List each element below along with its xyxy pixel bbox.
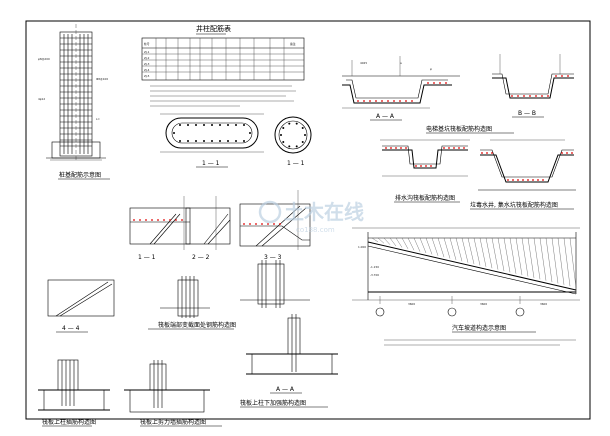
sheet-border: [25, 20, 591, 420]
car-ramp-detail: 3600 3600 3600 -1.150 -3.700 1.000 汽车坡道构造示意图: [352, 227, 580, 346]
column-strengthen-caption: 筏板上柱下加强筋构造图: [240, 399, 306, 407]
section-bb-caption: B — B: [518, 110, 536, 117]
section-aa-caption: A — A: [376, 113, 395, 120]
table-header-id: 柱号: [144, 42, 150, 46]
svg-text:-1.150: -1.150: [370, 265, 379, 269]
watermark: 土木在线 co188.com: [258, 200, 364, 234]
section-aa-bottom-caption: A — A: [276, 386, 295, 393]
sump-caption: 垃毒水井, 集水坑筏板配筋构造图: [470, 201, 558, 209]
rebar-table: 井柱配筋表 柱号 备注 ZJ-1 ZJ-2 ZJ-3 ZJ-4 ZJ-5: [141, 24, 305, 107]
watermark-logo-icon: [258, 200, 282, 224]
column-strengthen-detail: A — A 筏板上柱下加强筋构造图: [240, 260, 338, 408]
svg-text:φ8@200: φ8@200: [38, 57, 50, 61]
table-row-1: ZJ-1: [144, 50, 150, 54]
section-1-1: 1 — 1 1 — 1: [160, 113, 312, 168]
wall-anchor-caption: 筏板上剪力墙插筋构造图: [140, 418, 206, 426]
svg-text:1 — 1: 1 — 1: [138, 254, 156, 261]
table-title: 井柱配筋表: [196, 24, 231, 33]
svg-text:3600: 3600: [540, 302, 547, 306]
table-header-remark: 备注: [290, 42, 296, 46]
svg-text:2 — 2: 2 — 2: [192, 254, 210, 261]
svg-text:a: a: [400, 61, 402, 65]
section-1-1-caption: 1 — 1: [202, 160, 220, 167]
svg-text:-3.700: -3.700: [370, 273, 379, 277]
watermark-url: co188.com: [296, 226, 335, 234]
ramp-caption: 汽车坡道构造示意图: [452, 324, 506, 332]
svg-text:4025: 4025: [360, 61, 367, 65]
svg-text:Φ8@100: Φ8@100: [96, 77, 108, 81]
drain-trench-detail: 排水沟筏板配筋构造图: [380, 139, 470, 203]
watermark-text: 土木在线: [284, 200, 364, 224]
svg-text:4φ12: 4φ12: [38, 97, 45, 101]
drain-trench-caption: 排水沟筏板配筋构造图: [395, 194, 455, 202]
column-anchor-caption: 筏板上柱插筋构造图: [42, 418, 96, 426]
elevator-pit-sections: 4025 a φ A — A B — B 电梯基坑筏板配筋构造图: [342, 54, 574, 134]
raft-slope-caption: 筏板端部变截面处钢筋构造图: [158, 321, 236, 329]
table-row-3: ZJ-3: [144, 62, 150, 66]
table-row-5: ZJ-5: [144, 74, 150, 78]
table-notes: [150, 85, 296, 107]
table-row-2: ZJ-2: [144, 56, 150, 60]
raft-slope-details: 1 — 1 2 — 2 3 — 3: [129, 190, 311, 261]
wall-anchor-detail: 筏板端部变截面处钢筋构造图 筏板上剪力墙插筋构造图: [124, 276, 236, 427]
section-1-1b-caption: 1 — 1: [287, 160, 305, 167]
section-4-4-caption: 4 — 4: [62, 325, 80, 332]
elevator-pit-caption: 电梯基坑筏板配筋构造图: [426, 125, 492, 133]
svg-text:3 — 3: 3 — 3: [264, 254, 282, 261]
svg-text:3600: 3600: [408, 302, 415, 306]
svg-text:L=: L=: [96, 117, 101, 121]
svg-text:3600: 3600: [480, 302, 487, 306]
pile-cap-caption: 桩基配筋示意图: [59, 171, 101, 179]
sump-detail: 垃毒水井, 集水坑筏板配筋构造图: [470, 139, 576, 210]
column-anchor-detail: 4 — 4 筏板上柱插筋构造图: [38, 279, 115, 427]
svg-text:1.000: 1.000: [358, 245, 366, 249]
svg-text:φ: φ: [430, 67, 432, 71]
table-row-4: ZJ-4: [144, 68, 150, 72]
